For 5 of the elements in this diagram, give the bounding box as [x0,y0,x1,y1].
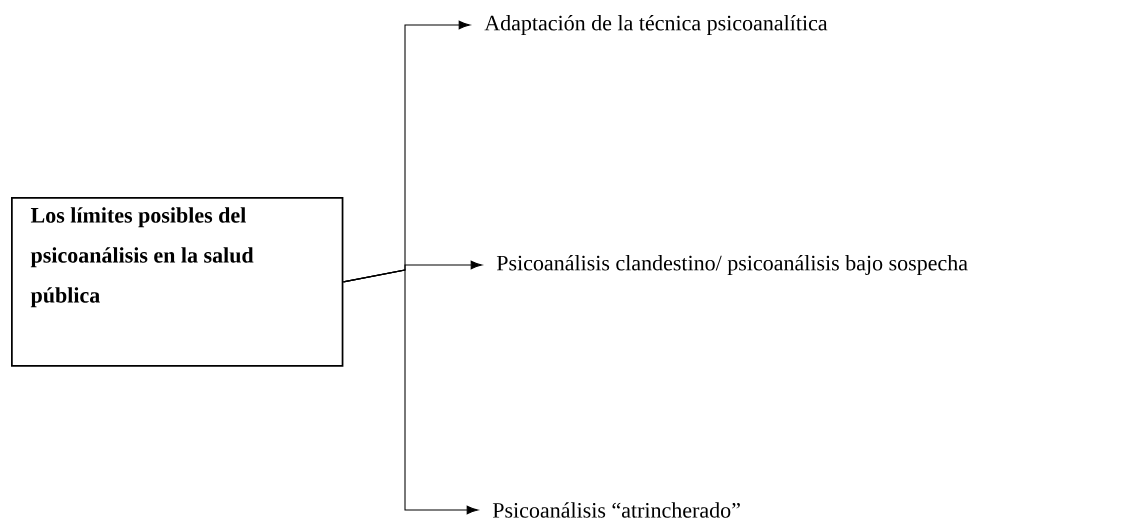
arrow [342,269,479,515]
branch-label: Psicoanálisis “atrincherado” [492,502,740,518]
branch-label: Adaptación de la técnica psicoanalítica [484,15,828,35]
branch-label: Psicoanálisis clandestino/ psicoanálisis bajo sospecha [496,255,968,275]
title-box: Los límites posibles del psicoanálisis en la salud pública [11,197,344,367]
